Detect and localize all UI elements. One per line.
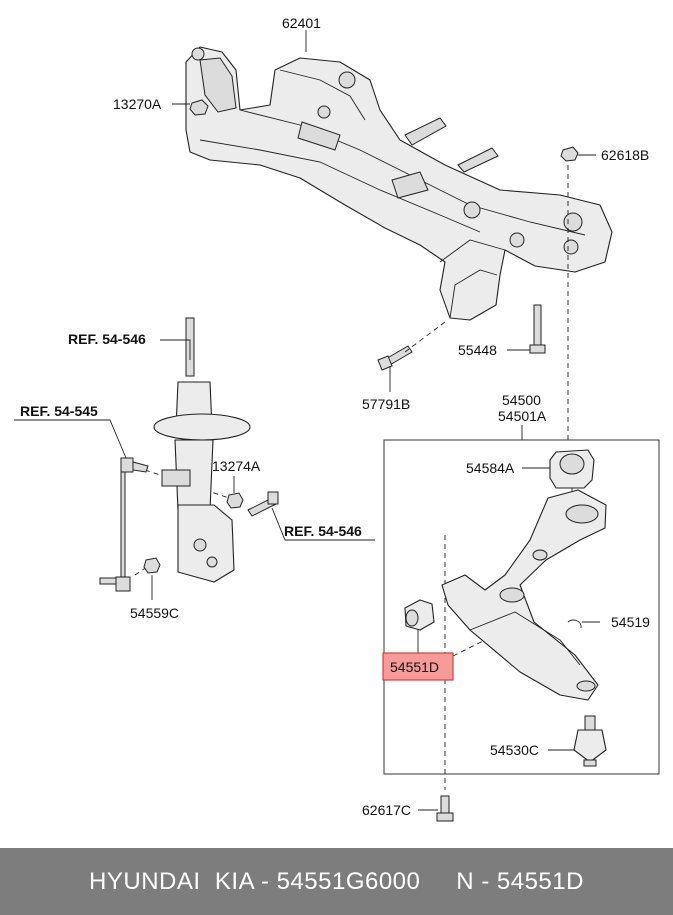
- label-57791b: 57791B: [362, 396, 410, 412]
- label-ref-54-546-top: REF. 54-546: [68, 331, 146, 347]
- bolt-ref-54-546: [247, 491, 279, 517]
- label-54584a: 54584A: [466, 460, 515, 476]
- footer-bar: HYUNDAI KIA - 54551G6000 N - 54551D: [0, 848, 673, 915]
- label-54519: 54519: [611, 614, 650, 630]
- label-13270a: 13270A: [113, 96, 162, 112]
- ball-joint-54530c: [573, 715, 607, 767]
- label-ref-54-545: REF. 54-545: [20, 403, 98, 419]
- bushing-54584a: [549, 449, 595, 489]
- label-62401: 62401: [282, 15, 321, 31]
- arm-assembly-box: [383, 439, 660, 775]
- dashline-57791b: [404, 321, 446, 353]
- label-62617c: 62617C: [362, 802, 411, 818]
- nut-13274a: [226, 492, 244, 509]
- label-54500: 54500: [502, 392, 541, 408]
- highlight-box: [382, 652, 454, 681]
- label-62618b: 62618B: [601, 147, 649, 163]
- nut-13270a: [189, 99, 209, 116]
- nut-62618b: [560, 146, 579, 162]
- lower-control-arm: [441, 489, 607, 701]
- footer-part-numbers: HYUNDAI KIA - 54551G6000 N - 54551D: [89, 867, 584, 895]
- leader-ref-a: [160, 339, 191, 360]
- bushing-54551d: [404, 599, 435, 631]
- leader-ref-b: [14, 419, 127, 459]
- label-54530c: 54530C: [490, 742, 539, 758]
- nut-54559c: [143, 557, 161, 574]
- label-54559c: 54559C: [130, 605, 179, 621]
- bolt-57791b: [377, 345, 413, 371]
- leader-ref-c: [271, 507, 375, 541]
- bolt-62617c: [436, 795, 454, 822]
- strut-assembly: [153, 317, 251, 583]
- label-54501a: 54501A: [498, 408, 547, 424]
- clip-54519: [567, 619, 582, 629]
- dashline-link-nut: [134, 564, 151, 576]
- label-55448: 55448: [458, 342, 497, 358]
- label-13274a: 13274A: [212, 458, 261, 474]
- label-ref-54-546-bottom: REF. 54-546: [284, 523, 362, 539]
- label-54551d: 54551D: [390, 659, 439, 675]
- exploded-parts-diagram: 62401 13270A 62618B 55448 57791B 54500 5…: [14, 15, 660, 822]
- stabilizer-link: [99, 457, 149, 592]
- subframe-crossmember: [185, 46, 613, 321]
- bolt-55448: [529, 304, 546, 354]
